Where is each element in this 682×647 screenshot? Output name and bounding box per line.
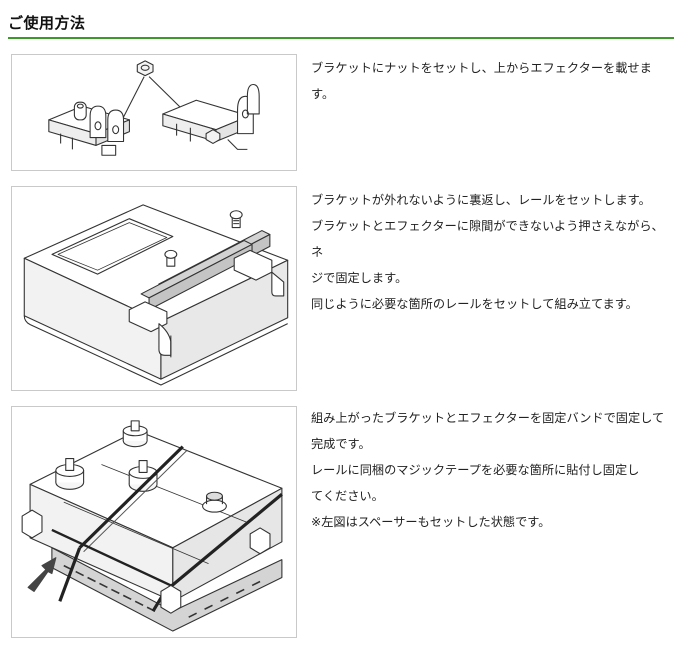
heading-underline [8,37,674,39]
step-1-text: ブラケットにナットをセットし、上からエフェクターを載せます。 [311,55,673,107]
bracket-right [162,83,260,150]
step-3-line: レールに同梱のマジックテープを必要な箇所に貼付し固定し [311,463,640,477]
step-2-line: ブラケットが外れないように裏返し、レールをセットします。 [311,193,651,207]
step-2-line: 同じように必要な箇所のレールをセットして組み立てます。 [311,297,638,311]
step-3-text: 組み上がったブラケットとエフェクターを固定バンドで固定して 完成です。 レールに… [311,405,673,535]
step-3-illustration [11,406,297,638]
step-2-line: ブラケットとエフェクターに隙間ができないよう押さえながら、ネ [311,219,664,259]
bracket [128,301,172,358]
page-heading: ご使用方法 [8,14,86,32]
bracket [21,509,271,614]
footswitch [202,491,227,513]
step-1-illustration [11,54,297,171]
step-3-note: ※左図はスペーサーもセットした状態です。 [311,515,551,529]
step-2-illustration [11,186,297,391]
knob [55,458,85,490]
step-1-line: ブラケットにナットをセットし、上からエフェクターを載せます。 [311,61,652,101]
step-3-line: 組み上がったブラケットとエフェクターを固定バンドで固定して [311,411,665,425]
step-2-line: ジで固定します。 [311,271,408,285]
knob [122,420,148,448]
bracket [233,249,285,297]
fixing-band [51,445,283,613]
screw-icon [164,249,178,267]
step-3-line: 完成です。 [311,437,371,451]
knob [128,459,158,492]
screw-icon [229,210,243,229]
effector-body [23,204,289,386]
nut-icon [136,60,154,77]
step-2-text: ブラケットが外れないように裏返し、レールをセットします。 ブラケットとエフェクタ… [311,187,673,317]
arrow-icon [27,557,57,592]
bracket-left [48,101,130,156]
step-3-line: てください。 [311,489,384,503]
